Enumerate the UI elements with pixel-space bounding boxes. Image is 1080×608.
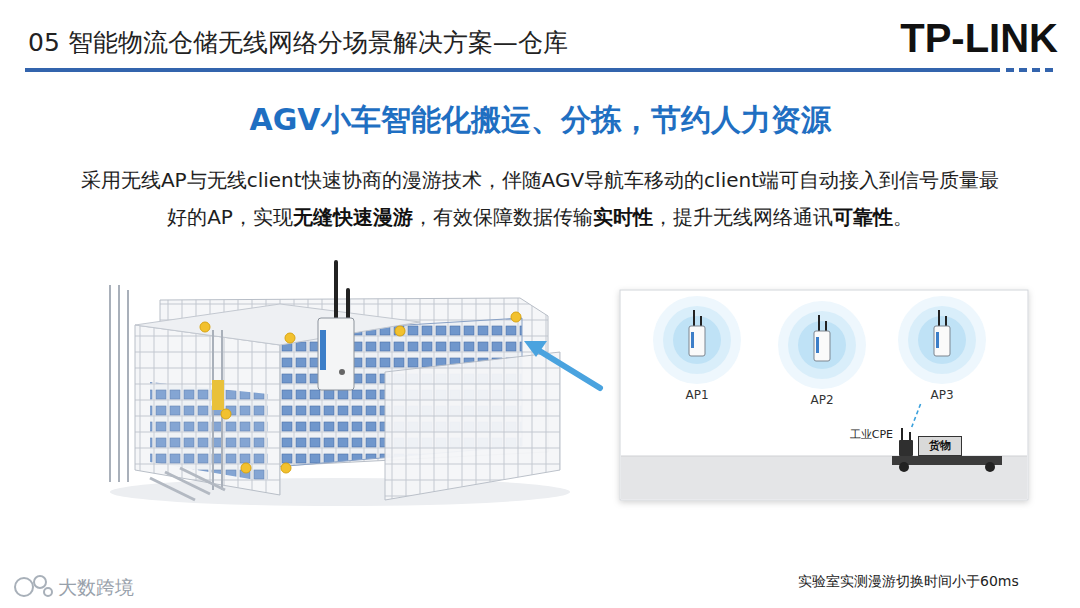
illustration-part (620, 290, 1028, 500)
illustration-part (774, 297, 870, 393)
illustration-part (918, 316, 966, 364)
illustration-part (346, 290, 350, 322)
illustration-part (109, 285, 111, 482)
illustration-part (1045, 68, 1053, 72)
illustration-part (894, 292, 990, 388)
illustration-part (788, 311, 856, 379)
illustration-part (693, 310, 695, 328)
illustration-part (798, 321, 846, 369)
illustration-part (118, 285, 120, 482)
access-point: AP1 (649, 292, 745, 404)
illustration-part (938, 310, 940, 328)
illustration-part (689, 326, 705, 356)
illustration-part (34, 576, 46, 588)
illustration-part (200, 322, 210, 332)
illustration-part (110, 478, 570, 506)
illustration-part (44, 588, 52, 596)
illustration-part (621, 456, 1027, 499)
illustration-part (135, 325, 280, 495)
illustration-part (653, 296, 741, 384)
illustration-part (936, 332, 939, 348)
illustration-part (691, 332, 694, 348)
illustration-part (663, 306, 731, 374)
illustration-part (150, 468, 225, 500)
roaming-panel (620, 290, 1028, 500)
brand-logo: TP-LINK (900, 16, 1058, 61)
headline: AGV小车智能化搬运、分拣，节约人力资源 (0, 100, 1080, 141)
ap-label: AP2 (774, 393, 870, 407)
illustration-part (908, 306, 976, 374)
illustration-part (385, 352, 560, 500)
caption-note: 实验室实测漫游切换时间小于60ms (798, 573, 1019, 591)
access-point: AP2 (774, 297, 870, 409)
access-point: AP3 (894, 292, 990, 404)
illustration-part (901, 428, 903, 441)
emphasis-text: 可靠性 (833, 205, 893, 229)
illustration-part (334, 262, 338, 322)
illustration-part (985, 462, 995, 472)
illustration-part (241, 463, 251, 473)
illustration-part (818, 315, 820, 333)
illustration-part (339, 369, 345, 375)
illustration-part (649, 292, 745, 388)
illustration-part (285, 333, 295, 343)
illustration-part (135, 304, 420, 345)
illustration-part (897, 427, 915, 457)
cpe-device: 工业CPE (897, 427, 915, 457)
pointer-arrow (524, 341, 600, 388)
illustration-part (898, 296, 986, 384)
illustration-part (25, 68, 1000, 72)
illustration-part (150, 478, 195, 500)
body-text: ，有效保障数据传输 (413, 205, 593, 229)
device-label: 工业CPE (850, 427, 893, 442)
body-paragraph: 采用无线AP与无线client快速协商的漫游技术，伴随AGV导航车移动的clie… (80, 162, 1000, 236)
illustration-part (892, 456, 1002, 465)
emphasis-text: 无缝快速漫游 (293, 205, 413, 229)
illustration-part (778, 301, 866, 389)
illustration-part (816, 337, 819, 353)
illustration-part (899, 462, 909, 472)
illustration-part (511, 312, 521, 322)
watermark-icon (15, 576, 52, 596)
illustration-part (1006, 68, 1014, 72)
illustration-part (127, 290, 129, 482)
emphasis-text: 实时性 (593, 205, 653, 229)
illustration-part (221, 409, 231, 419)
illustration-part (165, 472, 210, 494)
illustration-part (1019, 68, 1027, 72)
cargo-label: 货物 (929, 439, 951, 453)
illustration-part (150, 382, 268, 482)
illustration-part (15, 578, 33, 596)
illustration-part (524, 341, 547, 357)
illustration-part (673, 316, 721, 364)
illustration-part (538, 350, 600, 388)
ap-label: AP1 (649, 388, 745, 402)
illustration-part (110, 285, 222, 490)
illustration-part (1032, 68, 1040, 72)
cargo-box: 货物 (918, 436, 962, 456)
illustration-part (212, 380, 224, 410)
illustration-part (281, 463, 291, 473)
slide-title: 05 智能物流仓储无线网络分场景解决方案—仓库 (28, 26, 568, 59)
illustration-part (899, 440, 913, 456)
illustration-part (318, 318, 354, 390)
illustration-part (814, 331, 830, 361)
wireless-link (912, 404, 921, 427)
header-rule (25, 68, 1053, 72)
body-text: 。 (893, 205, 913, 229)
illustration-part (909, 432, 911, 441)
ap-device (318, 262, 354, 390)
illustration-part (395, 326, 405, 336)
warehouse-illustration (110, 262, 570, 506)
ap-label: AP3 (894, 388, 990, 402)
illustration-part (934, 326, 950, 356)
illustration-part (180, 468, 225, 490)
illustration-part (320, 330, 326, 370)
illustration-part (200, 312, 521, 473)
watermark: 大数跨境 (58, 575, 134, 601)
body-text: ，提升无线网络通讯 (653, 205, 833, 229)
